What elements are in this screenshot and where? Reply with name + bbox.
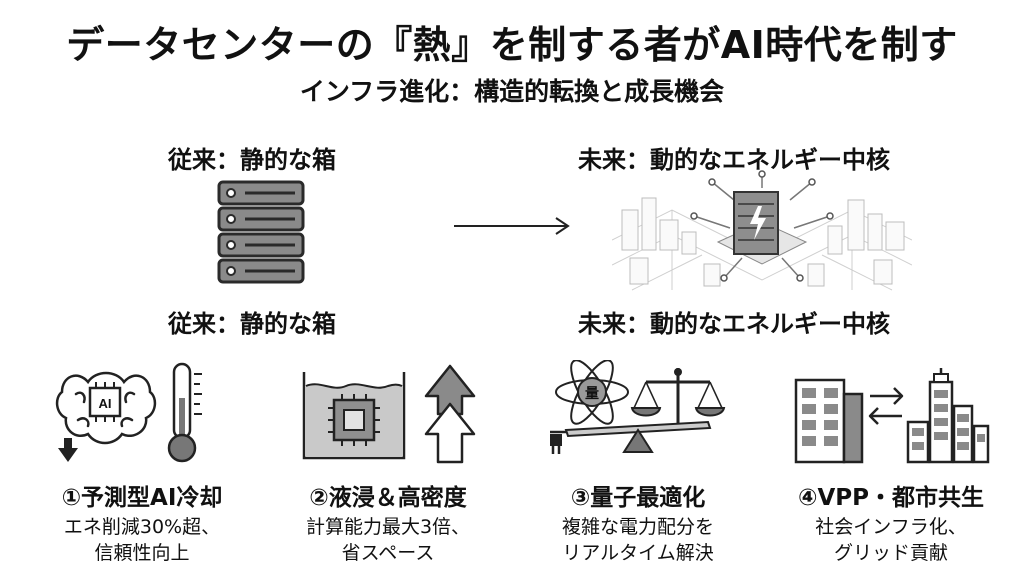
feature-2-title: ②液浸＆高密度 xyxy=(309,485,467,511)
feature-1-desc: エネ削減30%超、 信頼性向上 xyxy=(14,514,270,566)
feature-3-title: ③量子最適化 xyxy=(570,485,706,511)
feature-4-desc-line2: グリッド貢献 xyxy=(833,542,948,564)
quantum-text: 量 xyxy=(585,386,599,402)
quantum-balance-icon: 量 xyxy=(550,360,726,454)
buildings-city-exchange-icon xyxy=(794,368,990,464)
feature-3-desc-line2: リアルタイム解決 xyxy=(562,542,714,564)
feature-3-desc-line1: 複雑な電力配分を xyxy=(561,516,714,538)
page-subtitle: インフラ進化：構造的転換と成長機会 xyxy=(299,77,725,106)
feature-2-desc: 計算能力最大3倍、 省スペース xyxy=(260,514,516,566)
page-title: データセンターの『熱』を制する者がAI時代を制す xyxy=(66,23,958,67)
feature-4-desc-line1: 社会インフラ化、 xyxy=(815,516,967,538)
ai-chip-text: AI xyxy=(99,396,112,411)
immersion-chip-arrows-icon xyxy=(302,364,476,464)
server-rack-icon xyxy=(217,180,305,284)
feature-4-title: ④VPP・都市共生 xyxy=(798,485,984,511)
feature-1-desc-line2: 信頼性向上 xyxy=(94,542,190,564)
smart-city-hub-icon xyxy=(612,170,912,291)
legacy-label-bottom: 従来：静的な箱 xyxy=(168,310,336,338)
legacy-label-top: 従来：静的な箱 xyxy=(168,146,336,174)
brain-ai-thermometer-icon: AI xyxy=(55,362,202,463)
feature-2-desc-line1: 計算能力最大3倍、 xyxy=(305,516,471,538)
feature-1-title: ①予測型AI冷却 xyxy=(61,485,223,511)
feature-2-desc-line2: 省スペース xyxy=(341,542,435,564)
future-label-top: 未来：動的なエネルギー中核 xyxy=(578,146,890,174)
future-label-bottom: 未来：動的なエネルギー中核 xyxy=(578,310,890,338)
feature-1-desc-line1: エネ削減30%超、 xyxy=(63,516,221,538)
feature-3-desc: 複雑な電力配分を リアルタイム解決 xyxy=(510,514,766,566)
transition-arrow-icon xyxy=(454,217,570,235)
feature-4-desc: 社会インフラ化、 グリッド貢献 xyxy=(763,514,1019,566)
